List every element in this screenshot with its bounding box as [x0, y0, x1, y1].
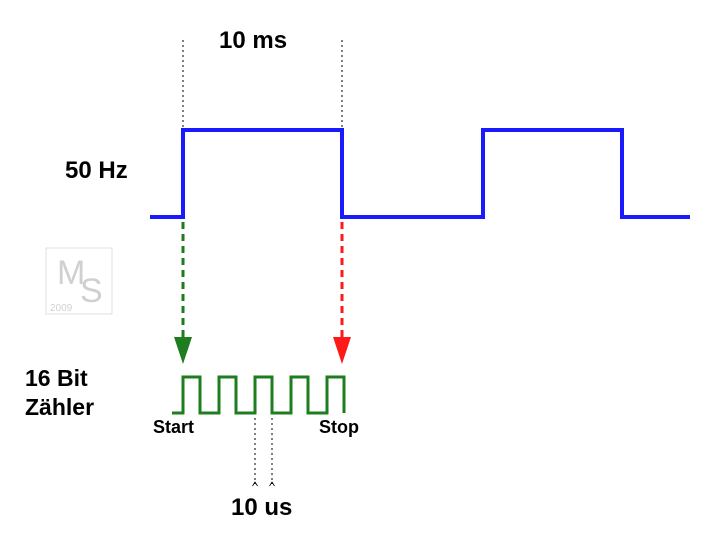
frequency-label: 50 Hz	[65, 157, 128, 184]
watermark-frame	[45, 247, 113, 315]
stop-arrow	[333, 222, 351, 364]
tick-arrow-right-icon	[269, 481, 275, 487]
watermark-initial-m: M	[57, 254, 85, 292]
watermark-year: 2009	[50, 303, 73, 314]
counter-label-line1: 16 Bit	[25, 365, 88, 391]
counter-clock-waveform	[172, 375, 346, 415]
period-label: 10 ms	[219, 27, 287, 54]
start-arrow-head	[174, 337, 192, 364]
start-label: Start	[153, 417, 194, 437]
counter-label-line2: Zähler	[25, 394, 94, 420]
stop-label: Stop	[319, 417, 359, 437]
watermark-logo: M S 2009	[45, 247, 113, 315]
watermark-initial-s: S	[80, 272, 103, 310]
tick-label: 10 us	[231, 494, 292, 521]
signal-waveform-50hz	[150, 128, 690, 219]
tick-arrow-left-icon	[252, 481, 258, 487]
tick-interval-marker	[252, 418, 275, 487]
start-arrow	[174, 222, 192, 364]
stop-arrow-head	[333, 337, 351, 364]
